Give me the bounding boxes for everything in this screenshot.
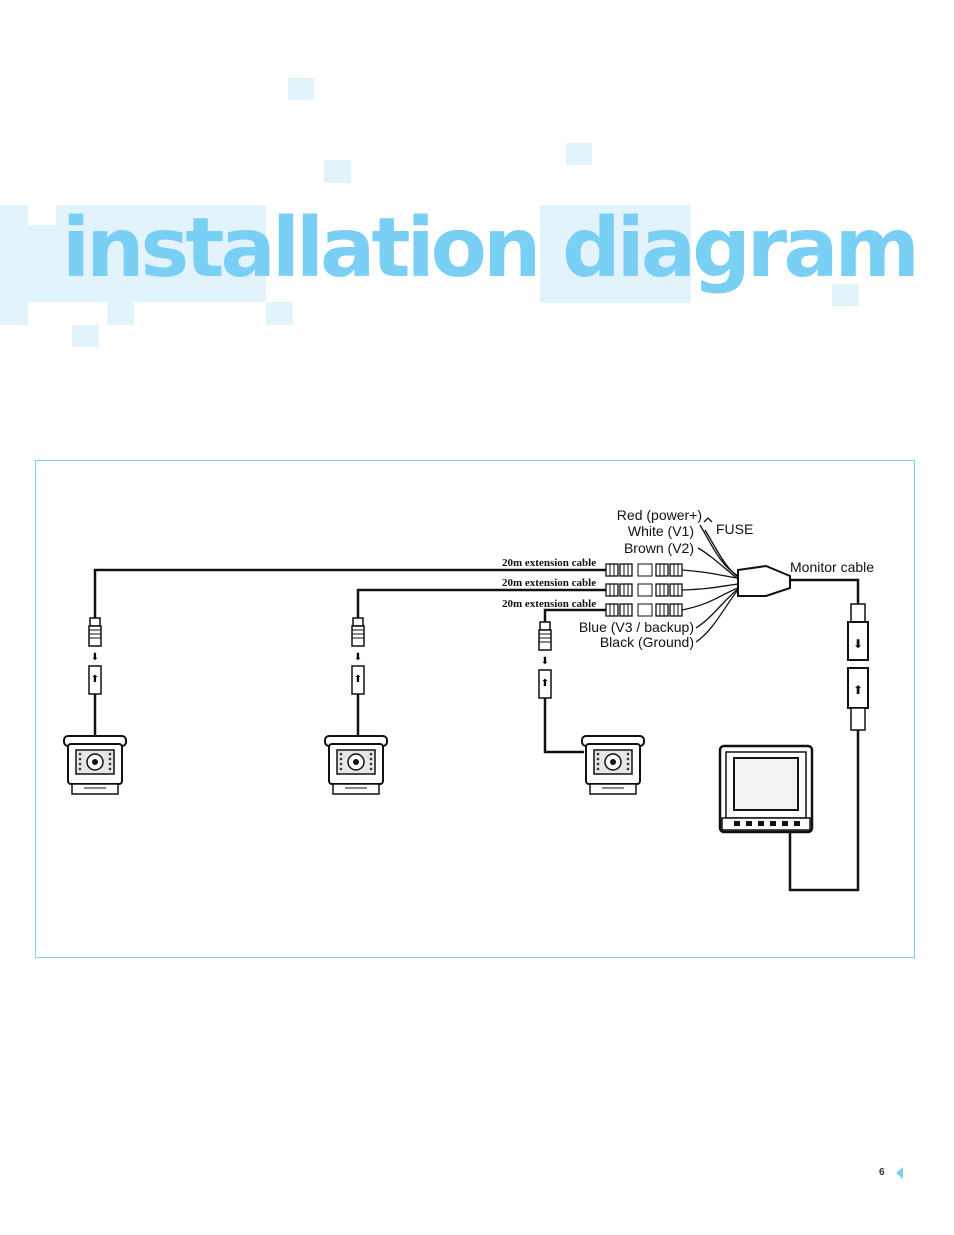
decor-square [72,325,99,347]
extension-cable-label: 20m extension cable [502,598,596,610]
diagram-frame [35,460,915,958]
extension-cable-label: 20m extension cable [502,557,596,569]
wire-harness [681,517,739,643]
camera-1-icon [63,735,127,795]
svg-text:⬆: ⬆ [853,683,863,697]
decor-square [288,78,314,100]
camera-1-connector: ⬇ ⬆ [88,617,102,738]
svg-text:⬇: ⬇ [853,637,863,651]
svg-text:⬇: ⬇ [541,656,549,667]
camera-2-connector: ⬇ ⬆ [351,617,365,738]
decor-square [540,205,691,303]
decor-square [107,302,134,325]
fuse-label: FUSE [716,521,753,537]
monitor-cable-connector: ⬇ ⬆ [847,603,869,731]
decor-square [324,160,351,183]
svg-text:⬆: ⬆ [354,674,362,685]
svg-text:⬆: ⬆ [541,678,549,689]
extension-cable-3 [543,608,606,622]
wire-label-white: White (V1) [628,523,694,539]
decor-square [28,225,58,302]
extension-cable-1 [93,568,606,618]
decor-square [266,302,293,325]
inline-connectors [605,563,683,617]
wire-label-brown: Brown (V2) [624,540,694,556]
monitor-icon [718,744,814,834]
wire-label-blue: Blue (V3 / backup) [579,619,694,635]
monitor-cable-label: Monitor cable [790,559,874,575]
camera-3-icon [581,735,645,795]
wire-label-red: Red (power+) [617,507,702,523]
svg-text:⬇: ⬇ [91,652,99,663]
monitor-cable [788,578,860,892]
camera-3-connector: ⬇ ⬆ [538,621,584,754]
page-number: 6 [879,1167,885,1178]
extension-cable-2 [356,588,606,618]
svg-text:⬇: ⬇ [354,652,362,663]
decor-square [56,205,266,302]
decor-square [566,143,592,165]
extension-cable-label: 20m extension cable [502,577,596,589]
decor-square [832,284,859,306]
cable-splitter [737,564,791,597]
wire-label-black: Black (Ground) [600,634,694,650]
svg-text:⬆: ⬆ [91,674,99,685]
page-arrow-icon [896,1167,903,1179]
decor-square [0,205,28,325]
camera-2-icon [324,735,388,795]
page-title: installation diagram [62,201,920,296]
